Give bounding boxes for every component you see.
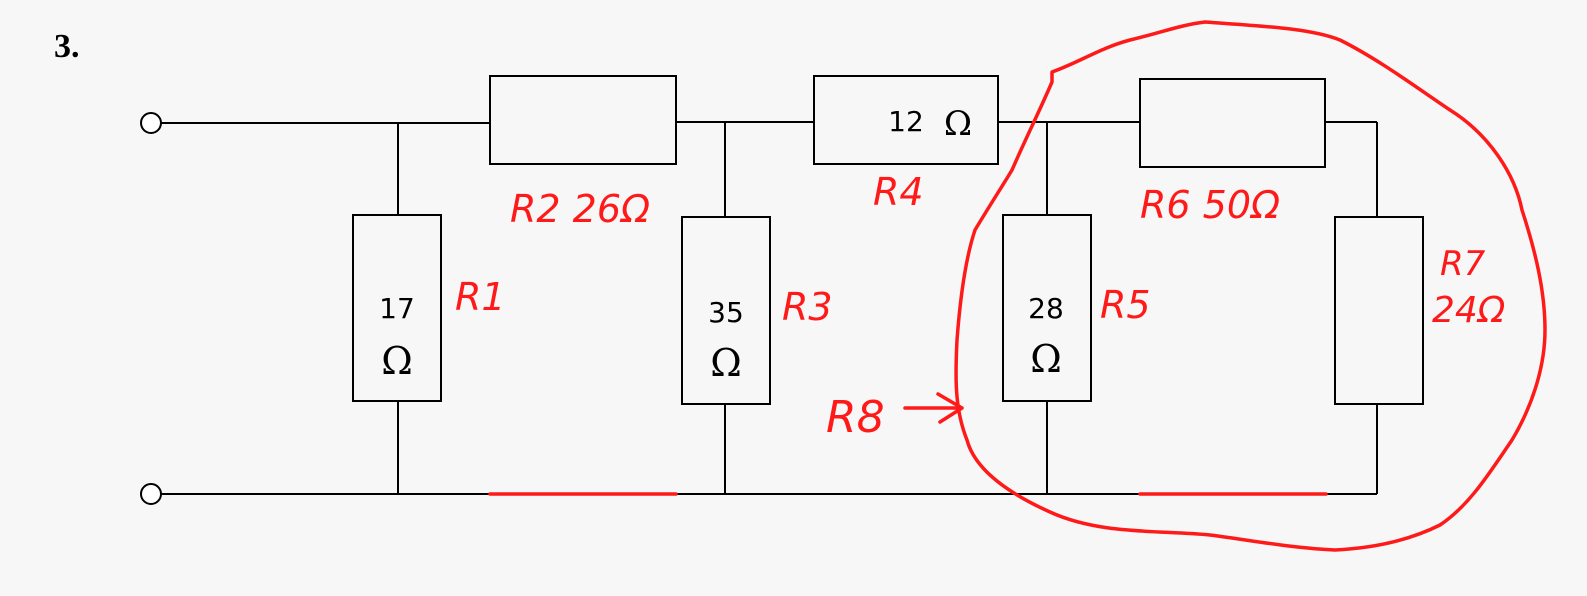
r1-value: 17 <box>379 292 415 325</box>
resistor-r1 <box>352 214 442 402</box>
label-r4: R4 <box>873 170 924 214</box>
r8-arrow <box>903 392 964 424</box>
input-terminal-bottom <box>140 483 162 505</box>
label-r7-value: 24Ω <box>1432 290 1506 331</box>
input-terminal-top <box>140 112 162 134</box>
resistor-r3 <box>681 216 771 405</box>
resistor-r7 <box>1334 216 1424 405</box>
problem-number: 3. <box>54 28 80 65</box>
r5-omega: Ω <box>1030 337 1062 381</box>
label-r2: R2 26Ω <box>510 187 650 231</box>
resistor-r6 <box>1139 78 1326 168</box>
resistor-r4 <box>813 75 999 165</box>
label-r7: R7 <box>1440 244 1486 284</box>
label-r8: R8 <box>826 392 885 443</box>
r3-value: 35 <box>708 296 744 329</box>
r1-omega: Ω <box>381 339 413 383</box>
r4-omega: Ω <box>944 104 972 144</box>
r8-enclosure-loop <box>954 20 1547 552</box>
label-r6: R6 50Ω <box>1140 183 1280 227</box>
resistor-r5 <box>1002 214 1092 402</box>
label-r5: R5 <box>1100 283 1151 327</box>
r3-omega: Ω <box>710 341 742 385</box>
label-r3: R3 <box>782 285 833 329</box>
resistor-r2 <box>489 75 677 165</box>
r4-value: 12 <box>888 105 924 138</box>
r5-value: 28 <box>1028 292 1064 325</box>
label-r1: R1 <box>455 275 506 319</box>
